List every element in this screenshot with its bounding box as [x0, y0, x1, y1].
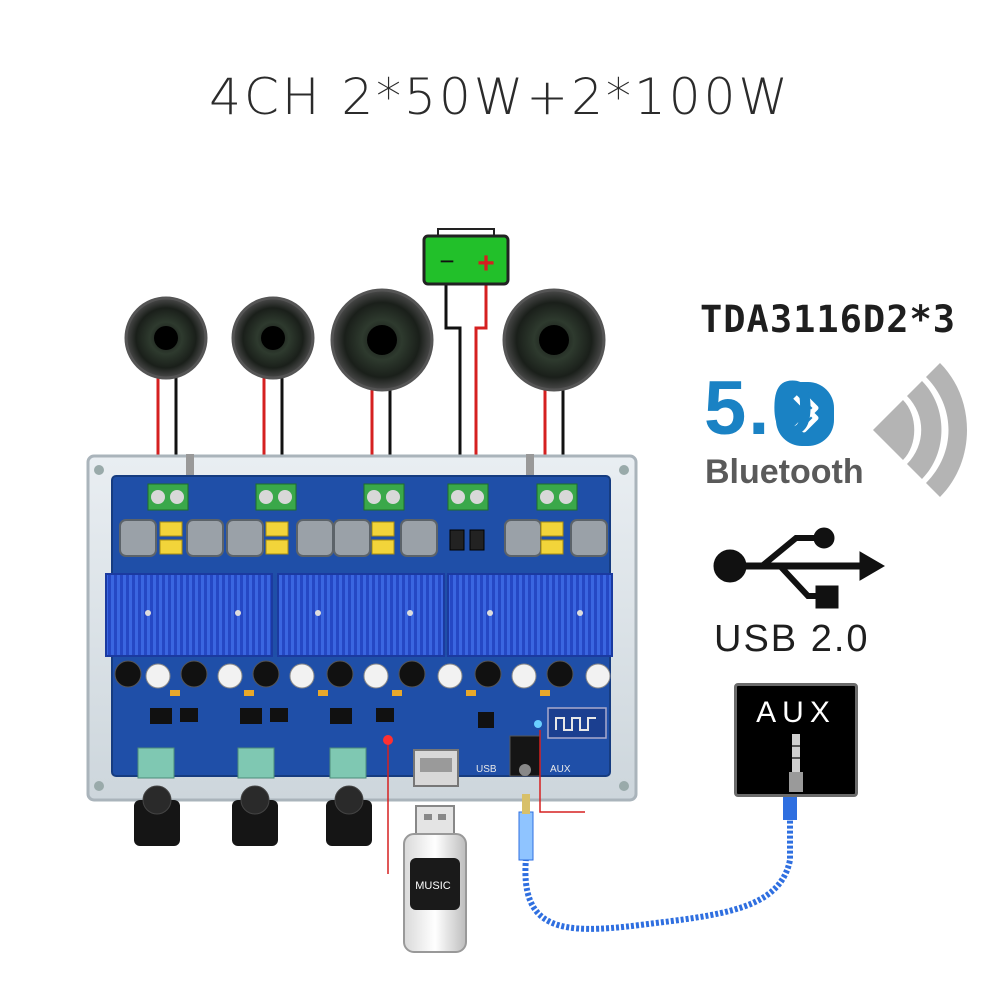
page-title: 4CH 2*50W+2*100W — [209, 68, 791, 126]
electrolytic-capacitors — [114, 660, 611, 696]
chip-model-label: TDA3116D2*3 — [700, 298, 957, 341]
aux-badge-label: AUX — [756, 696, 836, 729]
bluetooth-version: 5.0 — [704, 366, 816, 451]
usb-port — [413, 749, 459, 787]
usb-stick — [403, 805, 467, 953]
aux-cable — [518, 790, 797, 932]
speaker-ch4 — [502, 288, 606, 392]
usb-stick-label: MUSIC — [415, 880, 451, 892]
aux-badge: AUX — [734, 683, 858, 797]
speaker-ch3 — [330, 288, 434, 392]
bluetooth-module — [547, 707, 607, 739]
battery-plus: + — [477, 247, 495, 280]
aux-jack — [509, 735, 541, 777]
aux-plug-icon — [789, 734, 803, 792]
callout-lines — [387, 730, 585, 874]
ic-chips — [150, 708, 494, 728]
board-usb-label: USB — [476, 764, 497, 775]
bluetooth-icon — [776, 382, 834, 446]
usb-version-label: USB 2.0 — [714, 618, 870, 660]
board-aux-label: AUX — [550, 764, 571, 775]
bluetooth-wordmark: Bluetooth — [705, 453, 864, 491]
film-capacitors — [159, 521, 564, 555]
usb-icon — [713, 527, 885, 609]
inductors — [119, 519, 608, 557]
power-led — [383, 735, 393, 745]
battery-minus: − — [439, 246, 454, 276]
heatsinks — [105, 573, 613, 657]
status-led — [534, 720, 542, 728]
wireless-waves-icon — [873, 363, 967, 497]
volume-knobs — [134, 785, 372, 846]
speaker-ch2 — [231, 296, 315, 380]
speaker-ch1 — [124, 296, 208, 380]
power-supply-battery: − + — [422, 228, 510, 286]
speaker-terminals — [147, 483, 578, 511]
potentiometers — [137, 747, 367, 779]
